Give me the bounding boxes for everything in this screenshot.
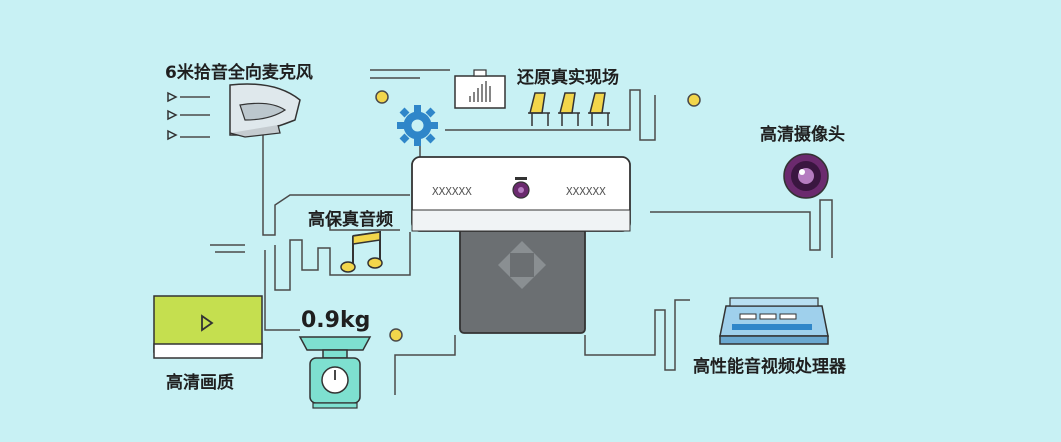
restore-label: 还原真实现场	[517, 68, 619, 88]
gear-icon	[397, 105, 438, 146]
camera-lens-icon	[783, 153, 829, 199]
image-quality-label: 高清画质	[166, 373, 234, 393]
microphone-label: 6米拾音全向麦克风	[165, 63, 313, 83]
monitor-icon	[153, 295, 263, 359]
chairs-icon	[528, 92, 610, 126]
svg-text:XXXXXX: XXXXXX	[432, 185, 472, 198]
chart-icon	[454, 69, 506, 109]
camera-label: 高清摄像头	[760, 125, 845, 145]
microphone-icon	[167, 83, 301, 141]
music-note-icon	[340, 230, 383, 273]
device-icon: XXXXXX XXXXXX	[410, 155, 632, 335]
weight-label: 0.9kg	[301, 308, 371, 333]
processor-icon	[719, 297, 829, 345]
svg-text:XXXXXX: XXXXXX	[566, 185, 606, 198]
audio-label: 高保真音频	[308, 210, 393, 230]
scale-icon	[298, 336, 372, 409]
processor-label: 高性能音视频处理器	[693, 357, 846, 377]
